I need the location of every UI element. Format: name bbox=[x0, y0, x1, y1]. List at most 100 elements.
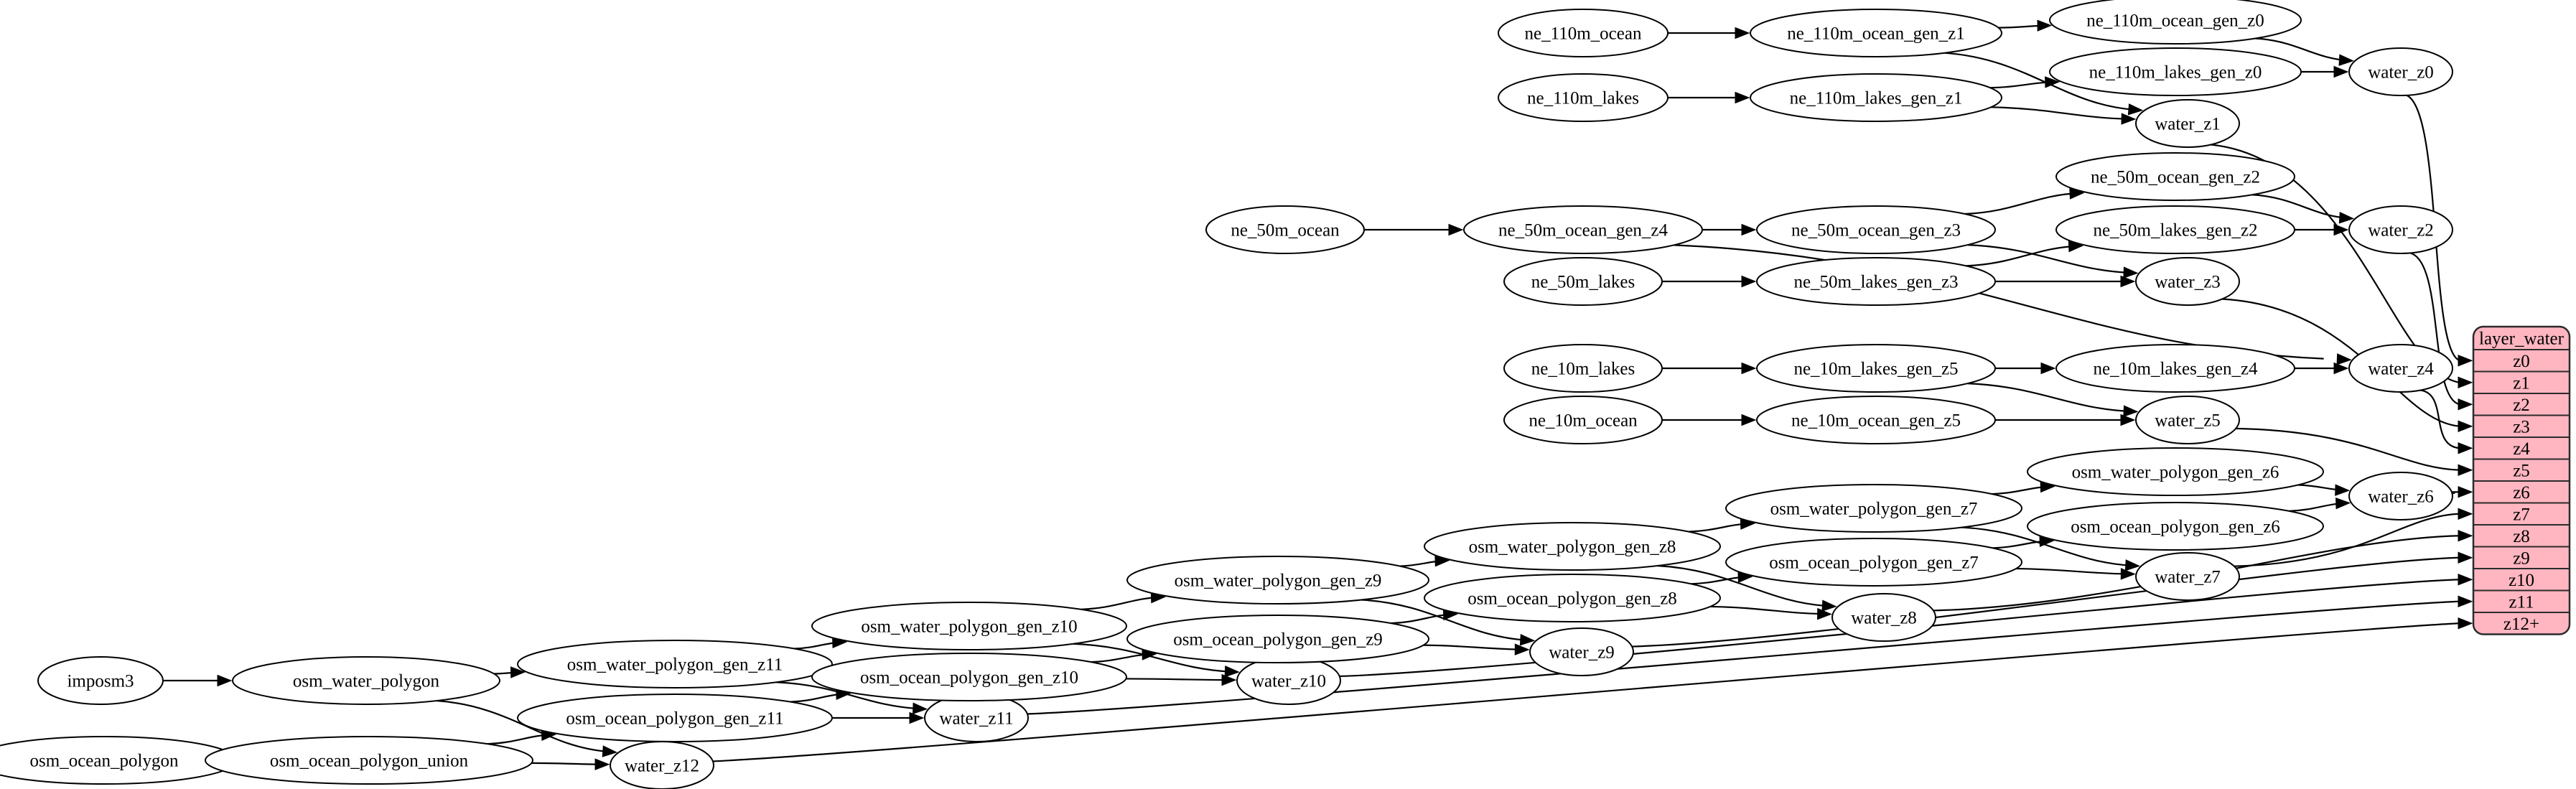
node-imposm3[interactable]: imposm3 bbox=[37, 656, 164, 705]
node-water_z5[interactable]: water_z5 bbox=[2135, 396, 2240, 444]
node-label-ne_110m_lakes_gen_z1: ne_110m_lakes_gen_z1 bbox=[1790, 89, 1963, 108]
node-osm_water_polygon_gen_z11[interactable]: osm_water_polygon_gen_z11 bbox=[517, 640, 833, 688]
node-osm_ocean_polygon_gen_z10[interactable]: osm_ocean_polygon_gen_z10 bbox=[811, 653, 1127, 701]
node-water_z0[interactable]: water_z0 bbox=[2348, 47, 2453, 96]
node-osm_ocean_polygon_union[interactable]: osm_ocean_polygon_union bbox=[205, 736, 533, 785]
node-shape-water_z7 bbox=[2135, 552, 2240, 601]
edge-arrow-ne_110m_lakes_gen_z1--water_z1 bbox=[2121, 113, 2137, 125]
edge-arrow-ne_110m_ocean_gen_z1--water_z1 bbox=[2127, 103, 2144, 116]
node-ne_110m_ocean[interactable]: ne_110m_ocean bbox=[1498, 9, 1669, 57]
node-ne_50m_lakes_gen_z2[interactable]: ne_50m_lakes_gen_z2 bbox=[2055, 205, 2295, 254]
edge-ne_50m_ocean_gen_z2--water_z2 bbox=[2251, 194, 2350, 220]
node-label-ne_110m_ocean_gen_z1: ne_110m_ocean_gen_z1 bbox=[1787, 24, 1965, 44]
node-ne_110m_lakes_gen_z1[interactable]: ne_110m_lakes_gen_z1 bbox=[1750, 73, 2002, 122]
edge-arrow-osm_ocean_polygon_gen_z8--water_z8 bbox=[1817, 607, 1832, 620]
edge-osm_ocean_polygon_gen_z10--water_z10 bbox=[1126, 678, 1231, 681]
edge-water_z9--layer_water-z9 bbox=[1632, 556, 2460, 648]
edge-arrow-ne_110m_ocean_gen_z1--ne_110m_ocean_gen_z0 bbox=[2037, 19, 2053, 32]
node-water_z10[interactable]: water_z10 bbox=[1236, 656, 1341, 705]
node-osm_ocean_polygon_gen_z6[interactable]: osm_ocean_polygon_gen_z6 bbox=[2027, 502, 2324, 551]
node-ne_10m_lakes_gen_z4[interactable]: ne_10m_lakes_gen_z4 bbox=[2055, 344, 2295, 393]
node-label-osm_water_polygon_gen_z7: osm_water_polygon_gen_z7 bbox=[1770, 500, 1978, 519]
table-row-z7[interactable] bbox=[2473, 502, 2570, 526]
table-row-z8[interactable] bbox=[2473, 524, 2570, 548]
node-shape-water_z3 bbox=[2135, 257, 2240, 306]
node-shape-ne_110m_ocean_gen_z1 bbox=[1750, 9, 2002, 57]
node-water_z3[interactable]: water_z3 bbox=[2135, 257, 2240, 306]
node-ne_50m_lakes[interactable]: ne_50m_lakes bbox=[1503, 257, 1663, 306]
node-label-water_z3: water_z3 bbox=[2155, 273, 2221, 292]
node-shape-ne_110m_lakes_gen_z0 bbox=[2049, 47, 2302, 96]
node-osm_water_polygon[interactable]: osm_water_polygon bbox=[232, 656, 500, 705]
node-water_z12[interactable]: water_z12 bbox=[610, 741, 714, 789]
node-water_z11[interactable]: water_z11 bbox=[924, 694, 1029, 742]
edge-arrow-water_z3-table bbox=[2458, 420, 2473, 432]
node-water_z7[interactable]: water_z7 bbox=[2135, 552, 2240, 601]
edge-arrow-osm_ocean_polygon_gen_z6--water_z6 bbox=[2335, 497, 2351, 510]
node-osm_water_polygon_gen_z10[interactable]: osm_water_polygon_gen_z10 bbox=[811, 602, 1127, 650]
node-ne_10m_lakes[interactable]: ne_10m_lakes bbox=[1503, 344, 1663, 393]
node-osm_ocean_polygon[interactable]: osm_ocean_polygon bbox=[0, 736, 238, 785]
edge-arrow-ne_110m_lakes--ne_110m_lakes_gen_z1 bbox=[1735, 91, 1750, 104]
node-osm_water_polygon_gen_z8[interactable]: osm_water_polygon_gen_z8 bbox=[1424, 522, 1721, 571]
edge-osm_ocean_polygon_gen_z9--water_z9 bbox=[1423, 644, 1525, 650]
edge-arrow-ne_10m_lakes_gen_z5--ne_10m_lakes_gen_z4 bbox=[2040, 362, 2056, 375]
node-osm_water_polygon_gen_z9[interactable]: osm_water_polygon_gen_z9 bbox=[1126, 556, 1429, 604]
node-shape-osm_ocean_polygon_gen_z7 bbox=[1725, 538, 2022, 587]
node-label-water_z2: water_z2 bbox=[2368, 221, 2434, 241]
table-row-z10[interactable] bbox=[2473, 568, 2570, 592]
node-osm_water_polygon_gen_z6[interactable]: osm_water_polygon_gen_z6 bbox=[2027, 447, 2324, 496]
node-ne_110m_ocean_gen_z1[interactable]: ne_110m_ocean_gen_z1 bbox=[1750, 9, 2002, 57]
table-row-z12+[interactable] bbox=[2473, 612, 2570, 635]
node-ne_10m_ocean_gen_z5[interactable]: ne_10m_ocean_gen_z5 bbox=[1756, 396, 1996, 444]
node-label-ne_50m_lakes_gen_z2: ne_50m_lakes_gen_z2 bbox=[2093, 221, 2257, 241]
table-row-z4[interactable] bbox=[2473, 436, 2570, 460]
node-ne_110m_lakes[interactable]: ne_110m_lakes bbox=[1498, 73, 1669, 122]
node-label-osm_water_polygon_gen_z6: osm_water_polygon_gen_z6 bbox=[2072, 463, 2279, 482]
edge-arrow-osm_water_polygon_gen_z9--water_z9 bbox=[1519, 633, 1536, 646]
node-ne_110m_lakes_gen_z0[interactable]: ne_110m_lakes_gen_z0 bbox=[2049, 47, 2302, 96]
node-water_z2[interactable]: water_z2 bbox=[2348, 205, 2453, 254]
node-osm_ocean_polygon_gen_z8[interactable]: osm_ocean_polygon_gen_z8 bbox=[1424, 574, 1721, 622]
table-row-z5[interactable] bbox=[2473, 458, 2570, 482]
node-ne_110m_ocean_gen_z0[interactable]: ne_110m_ocean_gen_z0 bbox=[2049, 0, 2302, 45]
node-shape-water_z5 bbox=[2135, 396, 2240, 444]
node-water_z9[interactable]: water_z9 bbox=[1529, 627, 1634, 676]
node-shape-osm_ocean_polygon_gen_z9 bbox=[1126, 615, 1429, 663]
node-ne_50m_ocean_gen_z3[interactable]: ne_50m_ocean_gen_z3 bbox=[1756, 205, 1996, 254]
table-row-label-z8: z8 bbox=[2513, 527, 2530, 546]
edge-arrow-osm_water_polygon_gen_z8--water_z8 bbox=[1821, 599, 1837, 612]
node-ne_50m_lakes_gen_z3[interactable]: ne_50m_lakes_gen_z3 bbox=[1756, 257, 1996, 306]
node-label-water_z0: water_z0 bbox=[2368, 63, 2434, 83]
node-ne_50m_ocean[interactable]: ne_50m_ocean bbox=[1205, 205, 1365, 254]
node-water_z4[interactable]: water_z4 bbox=[2348, 344, 2453, 393]
node-label-osm_ocean_polygon_gen_z7: osm_ocean_polygon_gen_z7 bbox=[1769, 554, 1979, 573]
node-ne_10m_lakes_gen_z5[interactable]: ne_10m_lakes_gen_z5 bbox=[1756, 344, 1996, 393]
node-shape-osm_ocean_polygon_gen_z10 bbox=[811, 653, 1127, 701]
node-water_z8[interactable]: water_z8 bbox=[1831, 593, 1936, 642]
node-ne_10m_ocean[interactable]: ne_10m_ocean bbox=[1503, 396, 1663, 444]
node-osm_ocean_polygon_gen_z11[interactable]: osm_ocean_polygon_gen_z11 bbox=[517, 694, 833, 742]
node-label-ne_50m_lakes_gen_z3: ne_50m_lakes_gen_z3 bbox=[1793, 273, 1958, 292]
edge-osm_water_polygon_gen_z10--water_z10 bbox=[1073, 643, 1233, 673]
node-water_z1[interactable]: water_z1 bbox=[2135, 99, 2240, 148]
table-row-label-z5: z5 bbox=[2513, 461, 2530, 480]
node-ne_50m_ocean_gen_z2[interactable]: ne_50m_ocean_gen_z2 bbox=[2055, 152, 2295, 201]
layer-water-table: layer_waterz0z1z2z3z4z5z6z7z8z9z10z11z12… bbox=[2472, 325, 2571, 635]
edge-arrow-water_z8-table bbox=[2458, 530, 2473, 542]
node-osm_water_polygon_gen_z7[interactable]: osm_water_polygon_gen_z7 bbox=[1725, 484, 2022, 533]
node-label-ne_10m_lakes_gen_z5: ne_10m_lakes_gen_z5 bbox=[1793, 360, 1958, 379]
table-row-z1[interactable] bbox=[2473, 370, 2570, 394]
node-osm_ocean_polygon_gen_z9[interactable]: osm_ocean_polygon_gen_z9 bbox=[1126, 615, 1429, 663]
node-label-osm_ocean_polygon_gen_z11: osm_ocean_polygon_gen_z11 bbox=[566, 709, 783, 729]
table-row-z9[interactable] bbox=[2473, 546, 2570, 569]
node-label-osm_ocean_polygon_union: osm_ocean_polygon_union bbox=[270, 752, 469, 771]
table-title: layer_water bbox=[2479, 330, 2565, 349]
node-osm_ocean_polygon_gen_z7[interactable]: osm_ocean_polygon_gen_z7 bbox=[1725, 538, 2022, 587]
node-shape-osm_water_polygon_gen_z10 bbox=[811, 602, 1127, 650]
edge-ne_10m_lakes_gen_z5--water_z5 bbox=[1967, 383, 2131, 413]
node-ne_50m_ocean_gen_z4[interactable]: ne_50m_ocean_gen_z4 bbox=[1463, 205, 1703, 254]
node-water_z6[interactable]: water_z6 bbox=[2348, 472, 2453, 520]
edge-arrow-water_z12-table bbox=[2458, 617, 2473, 630]
table-row-z6[interactable] bbox=[2473, 480, 2570, 504]
